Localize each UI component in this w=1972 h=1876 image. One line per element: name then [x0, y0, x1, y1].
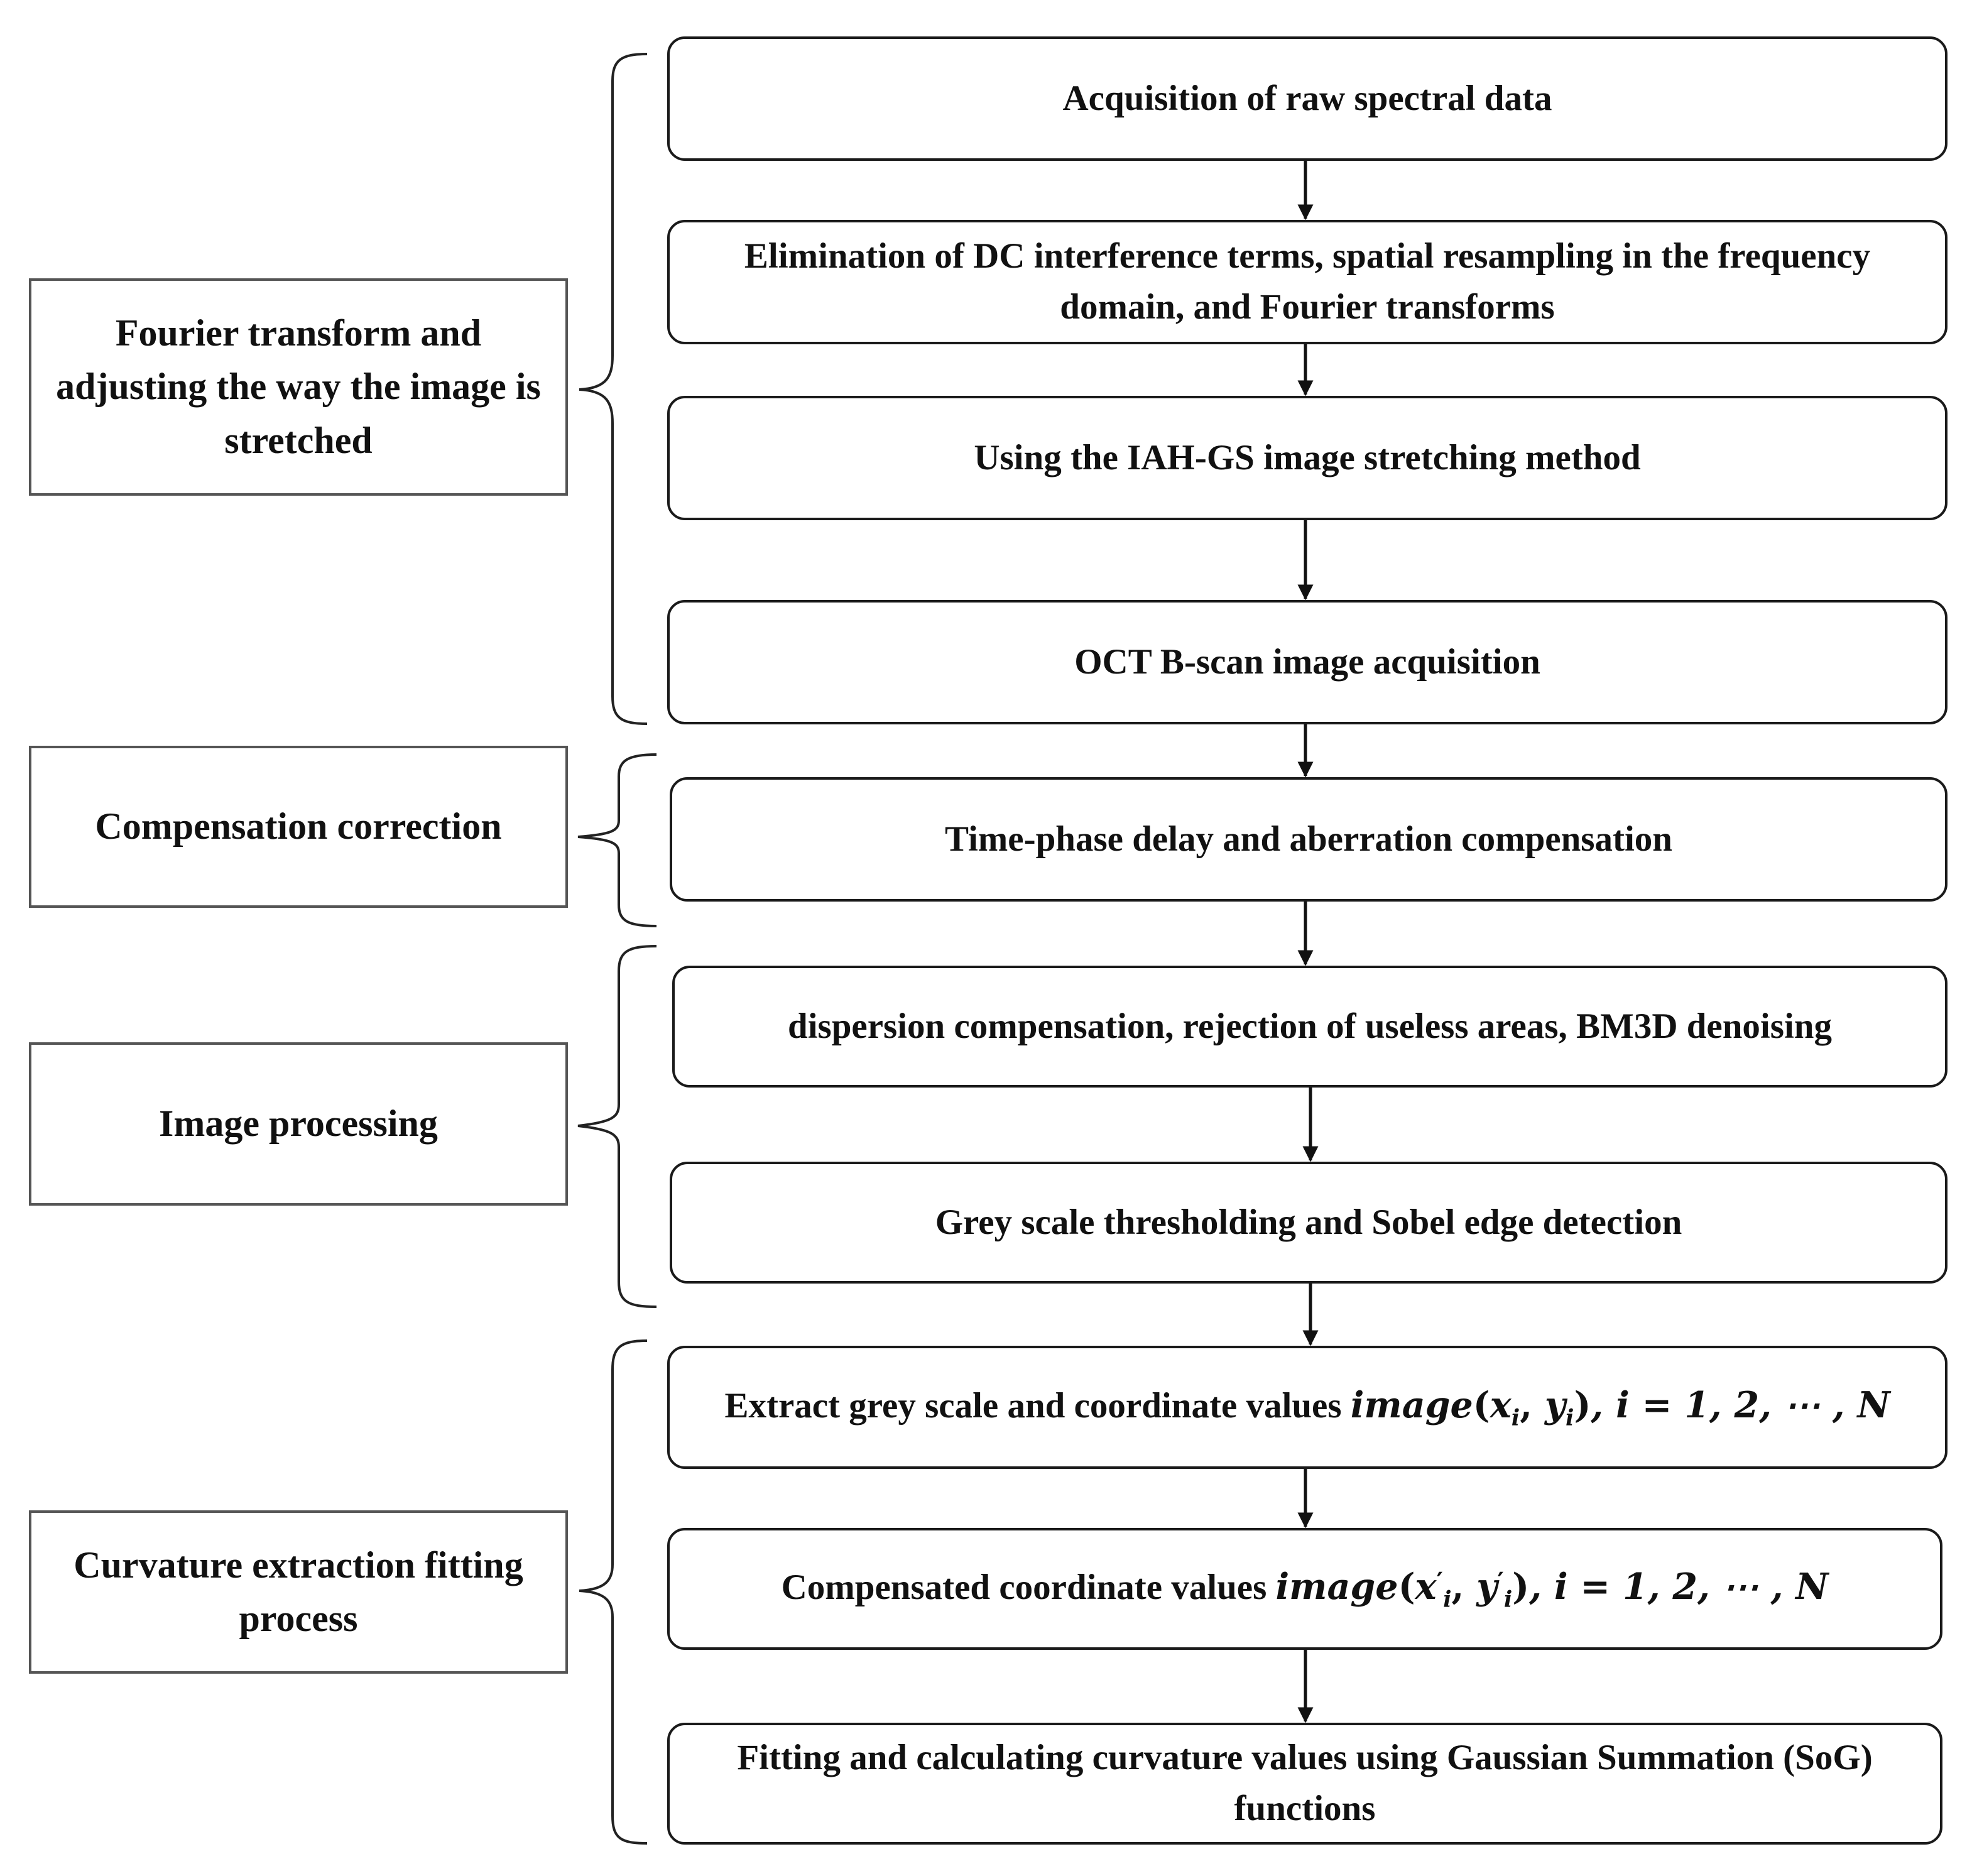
- phase-compensation-correction: Compensation correction: [29, 746, 568, 908]
- step-dispersion-denoising: dispersion compensation, rejection of us…: [672, 966, 1947, 1088]
- compensated-formula: image(x′i, y′i), i = 1, 2, ⋯ , N: [1275, 1566, 1829, 1613]
- step-oct-bscan: OCT B-scan image acquisition: [667, 600, 1947, 724]
- extract-formula: image(xi, yi), i = 1, 2, ⋯ , N: [1350, 1384, 1890, 1431]
- phase-image-processing: Image processing: [29, 1042, 568, 1206]
- flow-arrows: [1297, 161, 1319, 1723]
- compensated-text: Compensated coordinate values: [781, 1568, 1276, 1608]
- brace-fourier: [579, 53, 648, 725]
- extract-text: Extract grey scale and coordinate values: [724, 1386, 1351, 1426]
- brace-curvature: [579, 1339, 648, 1845]
- step-iah-gs-stretching: Using the IAH-GS image stretching method: [667, 396, 1947, 520]
- step-extract-coordinates: Extract grey scale and coordinate values…: [667, 1346, 1947, 1469]
- step-compensated-coordinates: Compensated coordinate values image(x′i,…: [667, 1528, 1942, 1650]
- step-dc-elimination: Elimination of DC interference terms, sp…: [667, 220, 1947, 344]
- step-raw-spectral-data: Acquisition of raw spectral data: [667, 36, 1947, 161]
- phase-curvature-extraction: Curvature extraction fitting process: [29, 1510, 568, 1674]
- brace-compensation: [577, 753, 657, 927]
- step-grey-threshold-sobel: Grey scale thresholding and Sobel edge d…: [670, 1162, 1947, 1284]
- brace-image-processing: [577, 945, 657, 1308]
- phase-fourier-transform: Fourier transform and adjusting the way …: [29, 278, 568, 496]
- step-time-phase-compensation: Time-phase delay and aberration compensa…: [670, 777, 1947, 902]
- step-sog-curvature-fitting: Fitting and calculating curvature values…: [667, 1723, 1942, 1845]
